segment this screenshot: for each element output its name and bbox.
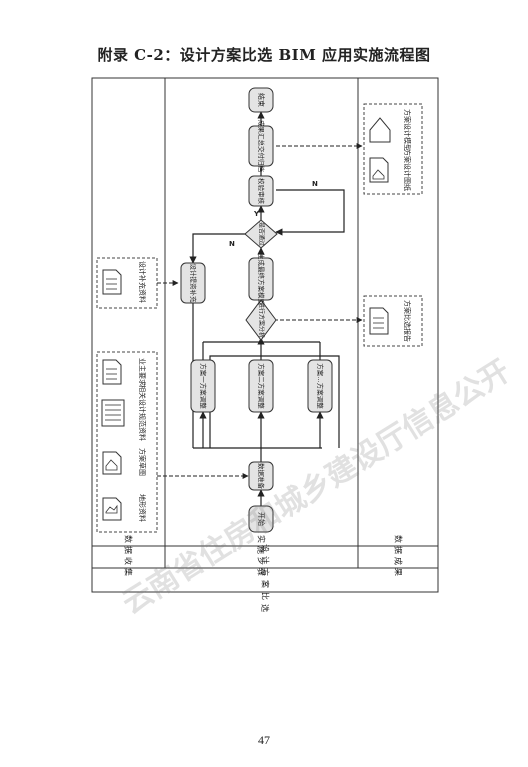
end-node: 结束 — [248, 87, 274, 113]
lane-header-input: 数据收集 — [124, 535, 134, 579]
scheme-drawings-doc: 方案草图 — [102, 448, 147, 476]
loop-right — [261, 355, 340, 448]
supplement-step-node: 设计提资补充 — [180, 262, 206, 304]
input-group-box — [96, 351, 158, 533]
lane-header-steps: 实施步骤 — [257, 535, 267, 579]
scheme-2-label: 方案二方案调整 — [257, 363, 266, 409]
decision-diamond: 是否通过 — [244, 219, 278, 249]
map-icon — [105, 504, 118, 514]
standards-doc: 相关设计规范资料 — [101, 385, 147, 441]
supplement-step-label: 设计提资补充 — [189, 264, 198, 304]
report-label: 方案比选报告 — [403, 300, 412, 342]
supplement-doc: 设计补充资料 — [102, 261, 147, 303]
design-drawings-label: 方案设计图纸 — [403, 149, 412, 191]
decision-no-arrow — [189, 233, 247, 264]
generate-model-node: 生成最终方案模型 — [248, 253, 274, 306]
deliver-node: 成果汇总交付归档 — [248, 120, 274, 172]
supplement-label: 设计补充资料 — [138, 261, 147, 303]
end-label: 结束 — [257, 93, 266, 107]
terrain-doc: 地形资料 — [102, 494, 147, 522]
start-node: 开始 — [248, 505, 274, 533]
model-output-box — [363, 103, 423, 195]
design-drawings-doc: 方案设计图纸 — [369, 149, 412, 191]
diagram-frame — [91, 77, 439, 593]
house-icon — [369, 117, 391, 143]
analysis-label: 进行方案分析 — [258, 302, 266, 338]
start-label: 开始 — [257, 512, 266, 526]
scheme-drawings-label: 方案草图 — [138, 448, 147, 476]
design-model-doc: 方案设计模型 — [369, 109, 412, 151]
page-number: 47 — [258, 733, 270, 747]
process-name: 设计方案比选 — [261, 544, 271, 616]
owner-requirements-label: 业主要求 — [138, 358, 147, 386]
lane-header-output: 数据成果 — [394, 535, 404, 579]
yes-label-2: Y — [253, 210, 260, 218]
standards-label: 相关设计规范资料 — [138, 385, 147, 441]
generate-model-label: 生成最终方案模型 — [257, 253, 266, 306]
no-label-1: N — [229, 240, 235, 248]
scheme-n-node: 方案…方案调整 — [307, 359, 333, 413]
deliver-label: 成果汇总交付归档 — [257, 120, 266, 172]
report-output-box — [363, 295, 423, 347]
page-title: 附录 C-2：设计方案比选 BIM 应用实施流程图 — [97, 46, 431, 64]
terrain-label: 地形资料 — [138, 494, 147, 522]
analysis-diamond: 进行方案分析 — [245, 299, 277, 341]
data-prep-label: 数据准备 — [257, 463, 266, 490]
loop-left — [209, 355, 261, 448]
owner-requirements-doc: 业主要求 — [102, 358, 147, 386]
review-node: 校验审核 — [248, 175, 274, 207]
report-doc: 方案比选报告 — [369, 300, 412, 342]
scheme-2-node: 方案二方案调整 — [248, 359, 274, 413]
scheme-n-label: 方案…方案调整 — [316, 363, 325, 409]
drawing-icon — [372, 169, 385, 180]
house-icon — [105, 459, 118, 471]
data-prep-node: 数据准备 — [248, 461, 274, 491]
design-model-label: 方案设计模型 — [403, 109, 412, 151]
no-label-2: N — [312, 180, 318, 188]
review-label: 校验审核 — [257, 178, 266, 205]
scheme-1-label: 方案一方案调整 — [199, 363, 208, 409]
decision-label: 是否通过 — [258, 222, 266, 246]
review-no-arrow — [275, 189, 345, 236]
scheme-1-node: 方案一方案调整 — [190, 359, 216, 413]
